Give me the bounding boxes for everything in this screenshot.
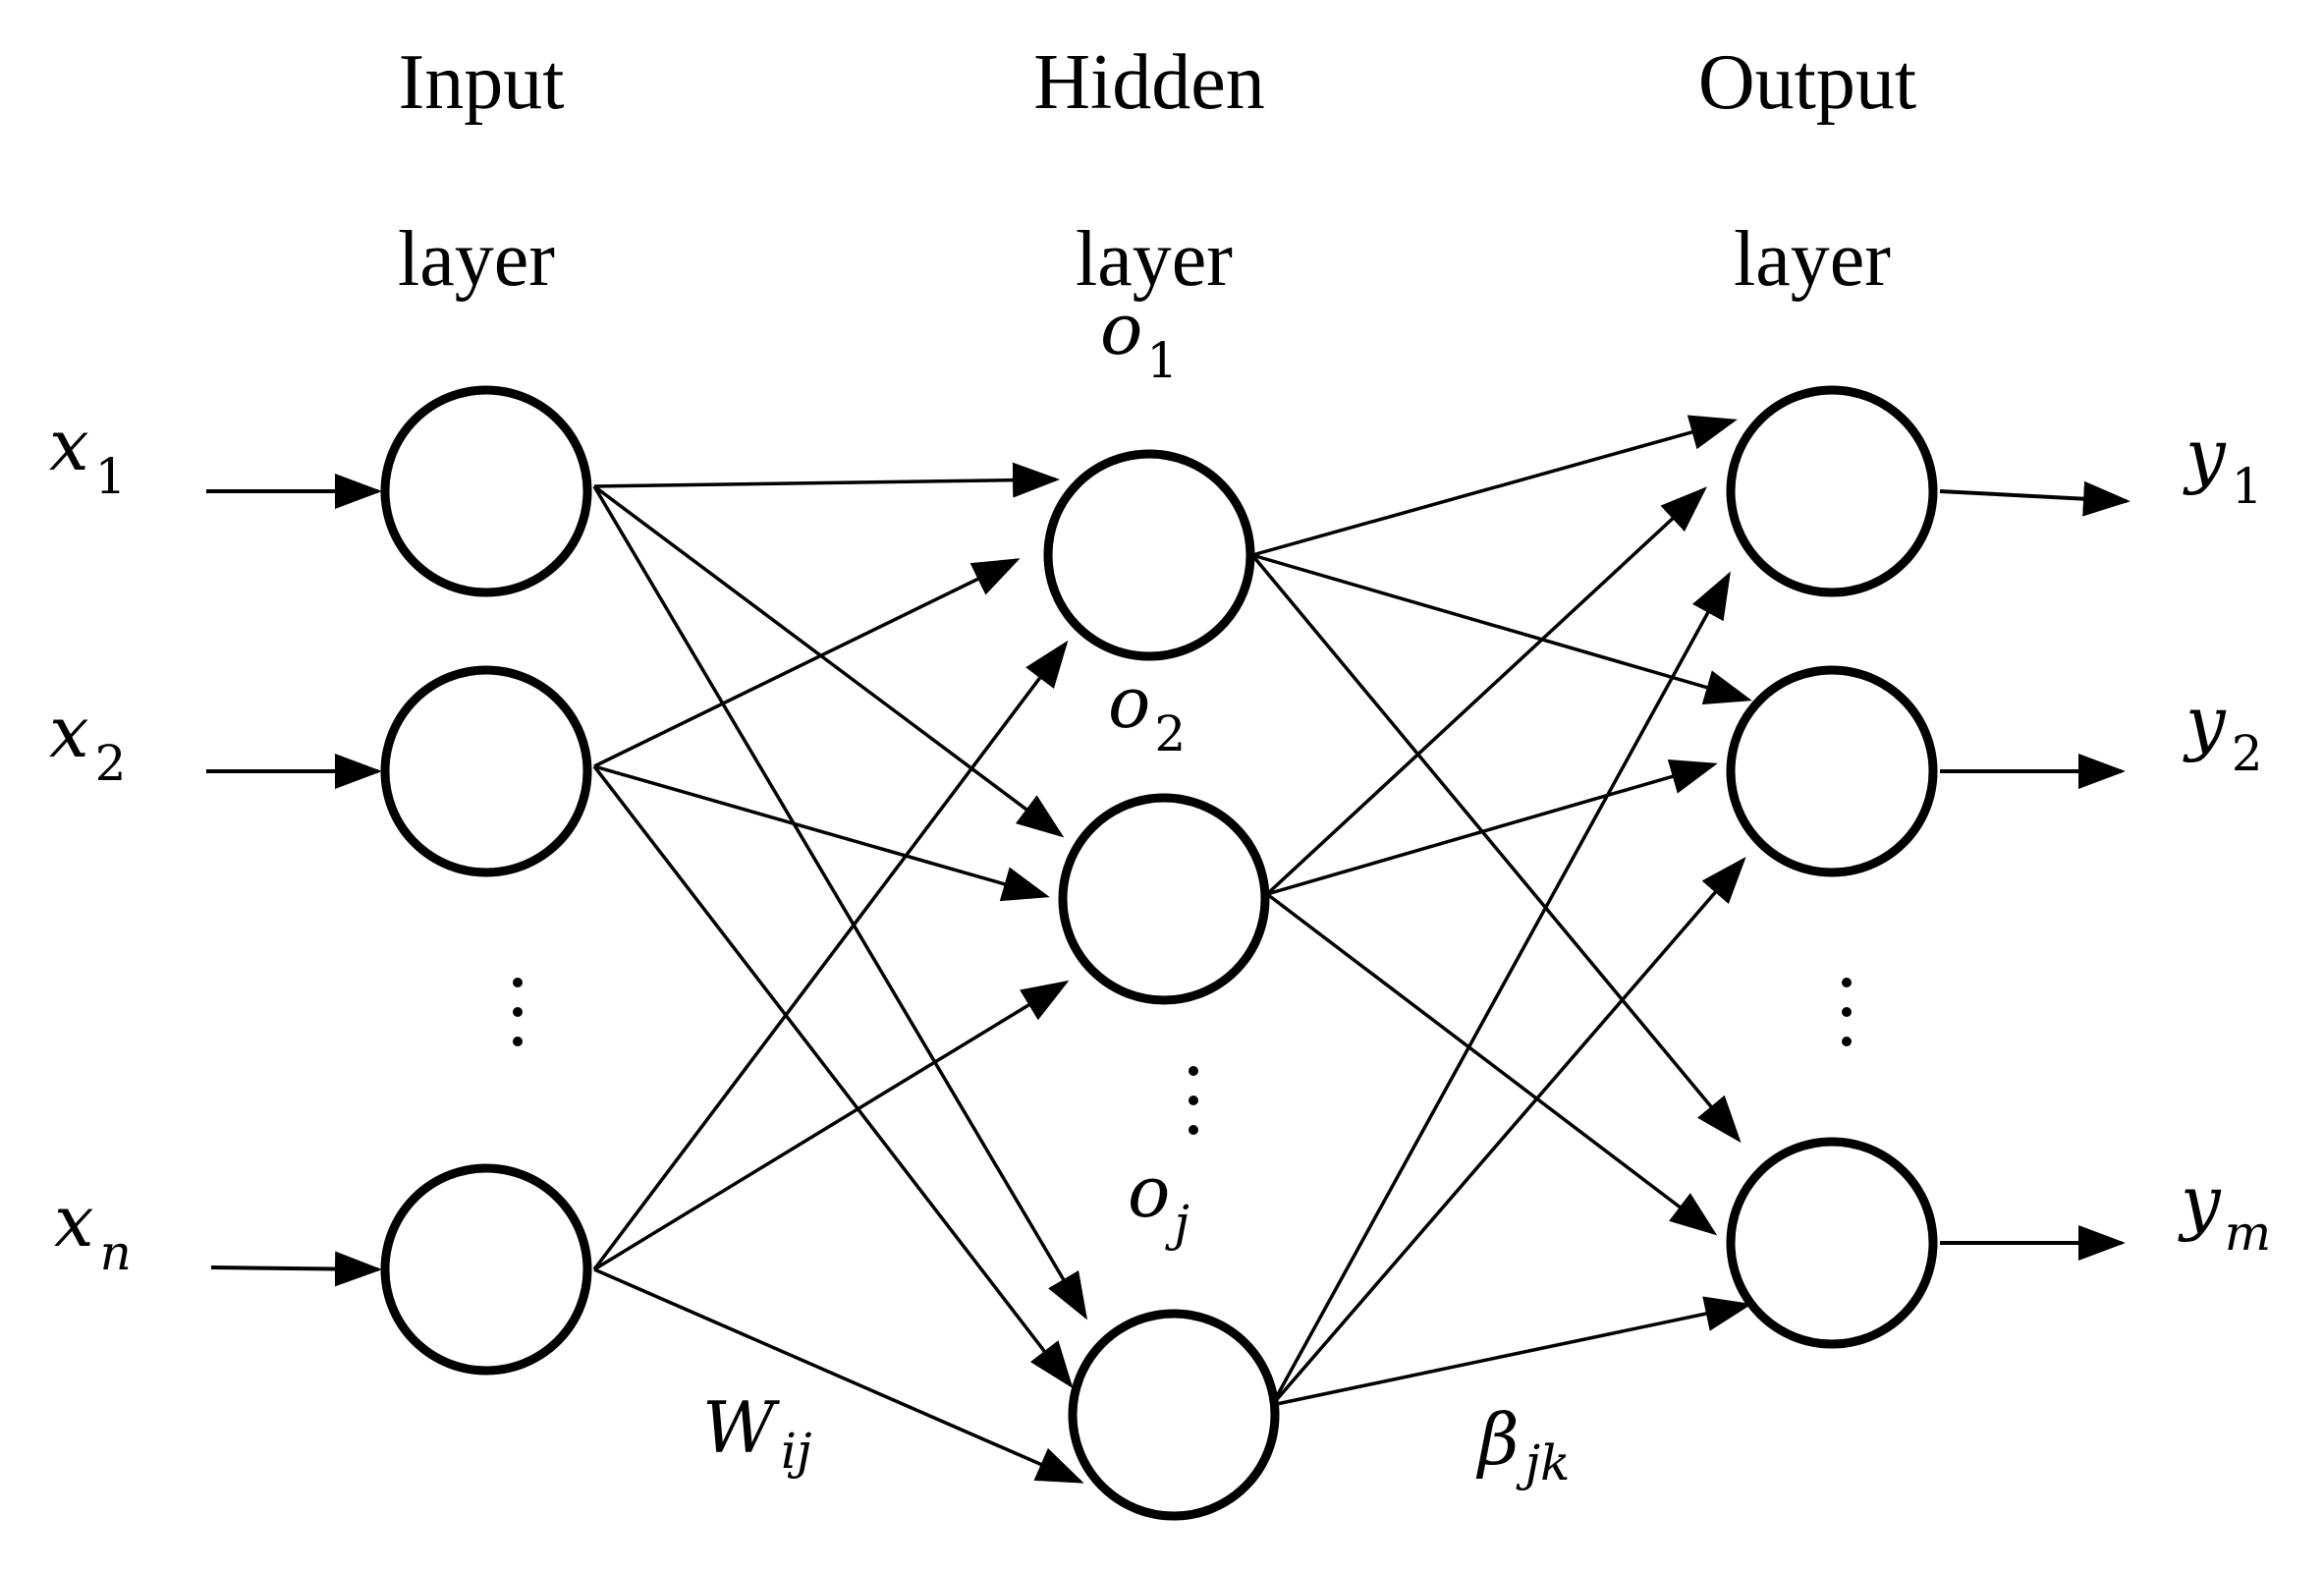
input-layer-nodes [380, 385, 592, 1376]
hidden-label-o1: o1 [1100, 288, 1178, 389]
edge-x2-oj [592, 764, 1074, 1389]
edge-o2-y2 [1266, 759, 1718, 896]
edge-x1-oj [592, 485, 1088, 1321]
output-node-1 [1726, 385, 1938, 597]
edge-o2-y1 [1265, 486, 1707, 896]
edge-x1-o1 [593, 462, 1060, 498]
hidden-header-line1: Hidden [1033, 39, 1265, 126]
input-arrows [206, 474, 382, 1287]
edge-oj-y1 [1270, 571, 1731, 1406]
output-node-m [1726, 1137, 1938, 1349]
output-layer-header: Output layer [1698, 39, 1916, 303]
input-header-line1: Input [399, 39, 565, 126]
input-header-line2: layer [398, 216, 555, 303]
hidden-node-1 [1043, 449, 1255, 661]
input-arrow-xn [210, 1251, 382, 1287]
edge-x1-o2 [592, 484, 1065, 838]
hidden-header-line2: layer [1076, 216, 1233, 303]
hidden-label-o2: o2 [1108, 661, 1186, 762]
output-header-line1: Output [1698, 39, 1916, 126]
edge-xn-oj [593, 1267, 1084, 1484]
hidden-label-oj: oj [1128, 1151, 1190, 1252]
input-node-n [380, 1163, 592, 1376]
output-layer-nodes [1726, 385, 1938, 1349]
hidden-node-j [1068, 1309, 1280, 1521]
edge-o1-y1 [1251, 415, 1738, 557]
input-node-2 [380, 665, 592, 877]
hidden-ellipsis [1189, 1066, 1198, 1135]
edge-x2-o1 [593, 558, 1021, 768]
output-arrows [1939, 480, 2130, 1261]
output-label-ym: ym [2178, 1160, 2271, 1262]
edge-xn-o2 [593, 980, 1070, 1271]
edge-x2-o2 [593, 764, 1050, 902]
input-layer-header: Input layer [398, 39, 564, 303]
edge-xn-o1 [592, 640, 1069, 1271]
output-arrow-y1 [1939, 480, 2130, 517]
input-hidden-connections [592, 462, 1088, 1484]
edge-oj-ym [1271, 1296, 1752, 1407]
hidden-layer-header: Hidden layer [1033, 39, 1265, 303]
output-node-2 [1726, 665, 1938, 877]
input-node-1 [380, 385, 592, 597]
edge-o1-ym [1250, 553, 1742, 1144]
edge-oj-y2 [1270, 856, 1746, 1407]
edge-o1-y2 [1251, 553, 1752, 704]
edge-o2-ym [1265, 892, 1718, 1236]
hidden-output-connections [1250, 415, 1752, 1407]
output-ellipsis [1842, 978, 1852, 1046]
hidden-node-2 [1058, 793, 1270, 1005]
output-header-line2: layer [1734, 216, 1891, 303]
hidden-layer-nodes [1043, 449, 1280, 1521]
input-ellipsis [513, 978, 523, 1046]
